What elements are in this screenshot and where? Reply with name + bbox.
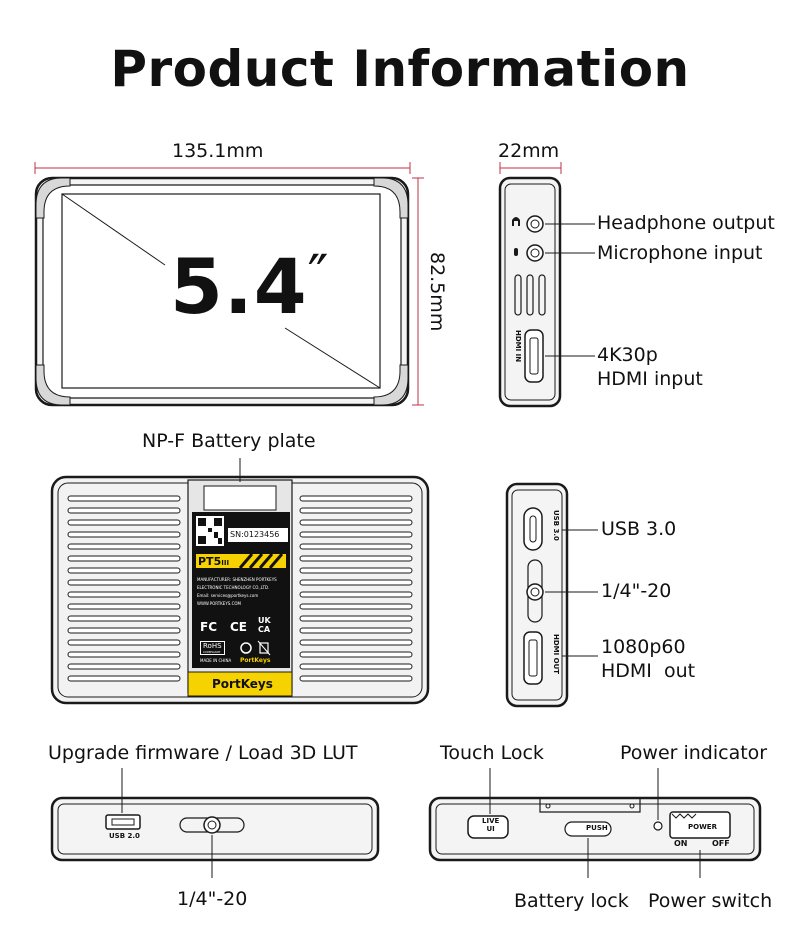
bottom-mount-label: 1/4"-20 xyxy=(177,888,248,910)
depth-dimension: 22mm xyxy=(498,140,560,162)
live-ui-print: LIVE UI xyxy=(482,817,500,833)
headphone-output-label: Headphone output xyxy=(597,212,775,234)
battery-plate-label: NP-F Battery plate xyxy=(142,430,316,452)
side-vents xyxy=(514,274,546,316)
right-side-view xyxy=(498,162,595,408)
touch-lock-label: Touch Lock xyxy=(440,742,544,764)
power-print: POWER xyxy=(688,823,717,831)
weee-bin-icon xyxy=(259,642,269,654)
microphone-input-label: Microphone input xyxy=(597,242,763,264)
ce-mark: CE xyxy=(230,620,248,634)
page-title: Product Information xyxy=(110,40,690,98)
left-side-view xyxy=(505,482,598,708)
top-edge-view xyxy=(428,768,762,878)
screen-size: 5.4″ xyxy=(170,242,330,331)
front-view xyxy=(34,162,424,407)
serial-number: SN:0123456 xyxy=(230,530,280,539)
microphone-icon xyxy=(514,248,518,256)
ukca-mark: UK CA xyxy=(258,616,271,634)
usb2-port xyxy=(105,814,141,830)
battery-lock-label: Battery lock xyxy=(514,890,629,912)
hdmi-in-print: HDMI IN xyxy=(514,330,522,363)
width-dimension: 135.1mm xyxy=(172,140,264,162)
right-side-body xyxy=(498,176,562,408)
power-indicator-label: Power indicator xyxy=(620,742,768,764)
power-switch xyxy=(669,811,731,839)
made-in-label: MADE IN CHINA xyxy=(200,658,232,663)
power-switch-label: Power switch xyxy=(648,890,773,912)
model-name: PT5III xyxy=(198,555,230,568)
manufacturer-info: MANUFACTURER: SHENZHEN PORTKEYS ELECTRON… xyxy=(197,577,277,606)
touch-lock-switch xyxy=(467,815,509,839)
power-indicator-led xyxy=(653,821,663,831)
mount-thread xyxy=(526,583,544,601)
fcc-mark: FC xyxy=(200,620,218,634)
hdmi-input-resolution-label: 4K30p xyxy=(597,344,658,366)
usb3-port xyxy=(523,507,543,551)
usb3-label: USB 3.0 xyxy=(601,518,677,540)
brand-tab xyxy=(187,671,293,697)
usb3-print: USB 3.0 xyxy=(552,510,560,541)
hdmi-out-print: HDMI OUT xyxy=(552,634,560,675)
back-view xyxy=(50,458,430,705)
recycle-icon xyxy=(240,642,252,654)
bottom-mount-thread xyxy=(203,816,221,834)
hdmi-out-resolution-label: 1080p60 xyxy=(601,636,686,658)
usb2-print: USB 2.0 xyxy=(109,832,140,840)
side-mount-label: 1/4"-20 xyxy=(601,580,672,602)
off-print: OFF xyxy=(712,839,730,848)
right-cooling-fins xyxy=(299,495,413,682)
hdmi-input-label: HDMI input xyxy=(597,368,703,390)
rohs-mark: RoHS COMPLIANT xyxy=(200,641,225,655)
display-area xyxy=(61,193,381,389)
hdmi-out-label: HDMI out xyxy=(601,660,696,682)
headphone-icon xyxy=(512,217,520,226)
bottom-edge-view xyxy=(50,768,380,878)
sticker-brand-small: PortKeys xyxy=(240,657,271,664)
battery-lock-button xyxy=(564,821,612,837)
push-print: PUSH xyxy=(586,824,608,832)
height-dimension: 82.5mm xyxy=(426,252,448,332)
on-print: ON xyxy=(674,839,688,848)
brand-logo: PortKeys xyxy=(212,677,273,691)
upgrade-firmware-label: Upgrade firmware / Load 3D LUT xyxy=(48,742,358,764)
left-cooling-fins xyxy=(67,495,181,682)
